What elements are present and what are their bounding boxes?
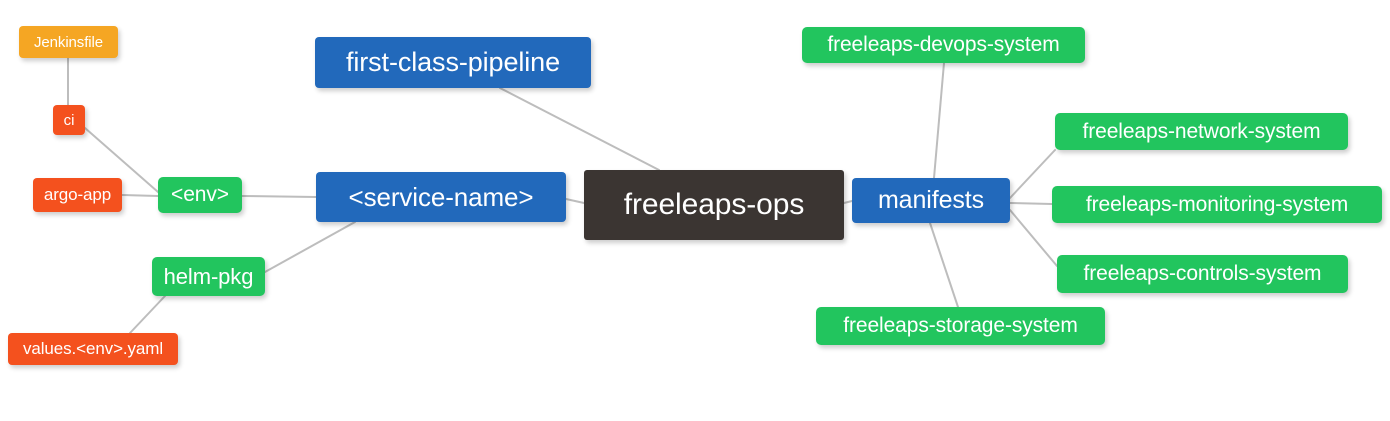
node-ci[interactable]: ci — [53, 105, 85, 135]
node-first-class-pipeline[interactable]: first-class-pipeline — [315, 37, 591, 88]
edge-manifests-controls — [1009, 209, 1058, 267]
node-freeleaps-monitoring-system[interactable]: freeleaps-monitoring-system — [1052, 186, 1382, 223]
edge-service-helm — [264, 221, 356, 273]
node-freeleaps-controls-system[interactable]: freeleaps-controls-system — [1057, 255, 1348, 293]
node-freeleaps-ops[interactable]: freeleaps-ops — [584, 170, 844, 240]
node-freeleaps-devops-system[interactable]: freeleaps-devops-system — [802, 27, 1085, 63]
node-jenkinsfile[interactable]: Jenkinsfile — [19, 26, 118, 58]
edge-manifests-devops — [933, 62, 945, 179]
edge-helm-values — [129, 295, 166, 334]
edge-ops-pipeline — [499, 87, 660, 171]
edge-manifests-monitoring — [1009, 202, 1053, 205]
node-values-yaml[interactable]: values.<env>.yaml — [8, 333, 178, 365]
node-manifests[interactable]: manifests — [852, 178, 1010, 223]
node-argo-app[interactable]: argo-app — [33, 178, 122, 212]
node-freeleaps-storage-system[interactable]: freeleaps-storage-system — [816, 307, 1105, 345]
node-freeleaps-network-system[interactable]: freeleaps-network-system — [1055, 113, 1348, 150]
node-env[interactable]: <env> — [158, 177, 242, 213]
edge-env-argo — [121, 194, 159, 197]
edge-ops-manifests — [843, 200, 853, 204]
node-service-name[interactable]: <service-name> — [316, 172, 566, 222]
node-helm-pkg[interactable]: helm-pkg — [152, 257, 265, 296]
edge-manifests-network — [1009, 149, 1056, 199]
edge-service-env — [241, 195, 317, 198]
edge-ops-service — [565, 198, 585, 204]
edge-manifests-storage — [929, 222, 959, 308]
